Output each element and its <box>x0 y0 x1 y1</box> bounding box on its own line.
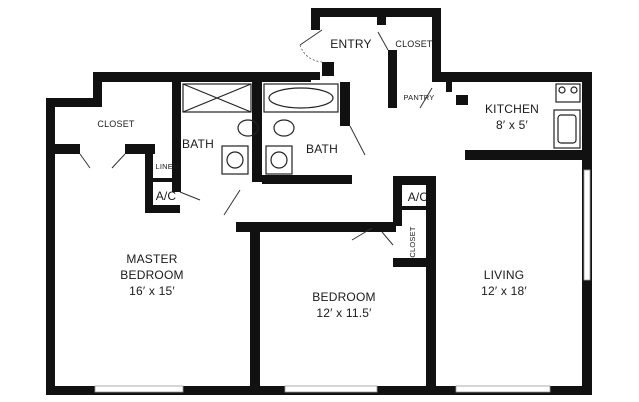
label-bath-right: BATH <box>306 142 338 156</box>
label-bath-left: BATH <box>182 137 214 151</box>
label-bedroom-size: 12′ x 11.5′ <box>316 306 372 320</box>
label-master-line2: BEDROOM <box>120 268 183 282</box>
label-bedroom-closet: CLOSET <box>408 226 417 257</box>
label-bedroom: BEDROOM <box>312 290 375 304</box>
label-living-size: 12′ x 18′ <box>481 284 527 298</box>
label-linen: LINEN <box>155 162 178 171</box>
label-living: LIVING <box>484 268 525 282</box>
room-labels: ENTRY CLOSET PANTRY KITCHEN 8′ x 5′ CLOS… <box>97 37 539 320</box>
label-entry: ENTRY <box>330 37 371 51</box>
label-pantry: PANTRY <box>404 93 435 102</box>
label-ac-right: A/C <box>408 190 429 204</box>
walls <box>46 8 592 395</box>
label-master-size: 16′ x 15′ <box>129 284 175 298</box>
doors <box>79 29 433 246</box>
windows <box>94 169 591 393</box>
label-ac-left: A/C <box>156 189 177 203</box>
label-kitchen: KITCHEN <box>485 102 539 116</box>
label-master-closet: CLOSET <box>97 119 135 129</box>
label-entry-closet: CLOSET <box>395 39 433 49</box>
fixtures <box>182 83 581 175</box>
label-kitchen-size: 8′ x 5′ <box>496 118 528 132</box>
label-master-line1: MASTER <box>126 252 177 266</box>
